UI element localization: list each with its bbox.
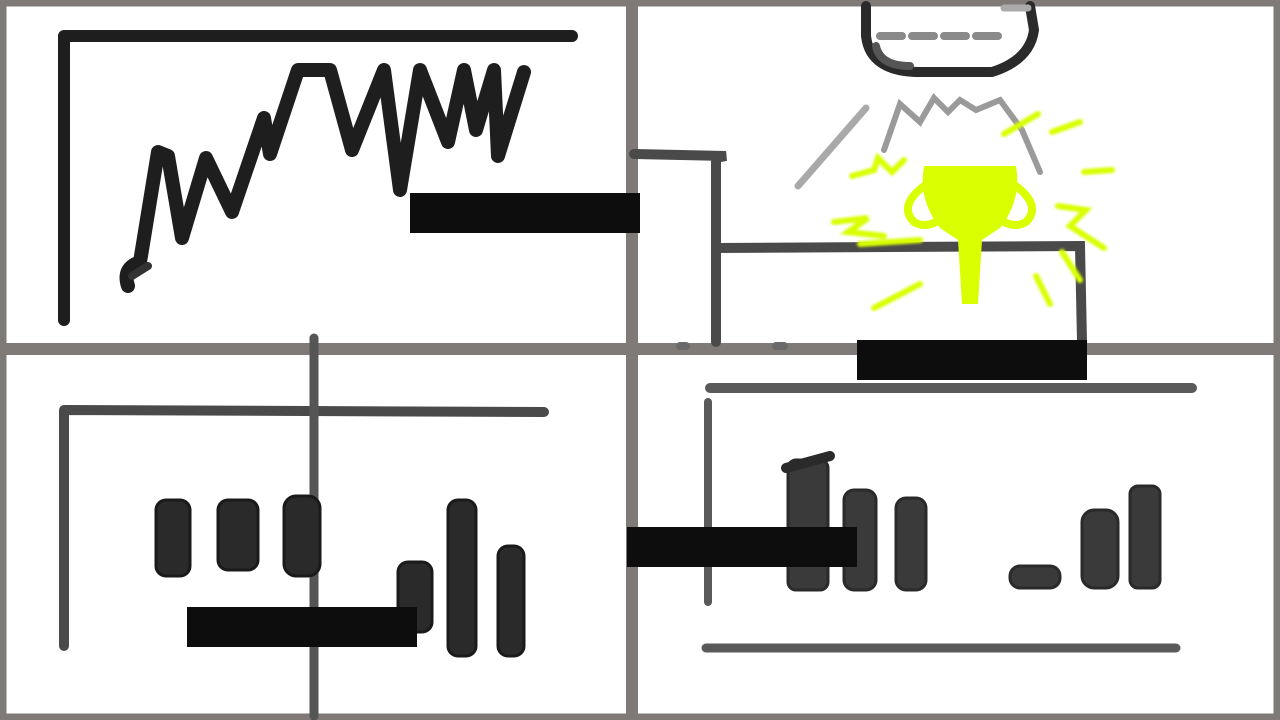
redacted-label-box bbox=[857, 340, 1087, 380]
trophy-cup bbox=[922, 166, 1018, 304]
trophy-podium-sketch-panel bbox=[629, 1, 1115, 350]
chart-axes bbox=[58, 30, 578, 326]
redacted-label-box bbox=[410, 193, 640, 233]
redacted-label-box bbox=[187, 607, 417, 647]
podium bbox=[629, 149, 1087, 350]
chart-line-scribble bbox=[119, 63, 531, 293]
bar-chart-icon bbox=[59, 333, 549, 720]
bars bbox=[786, 458, 1162, 592]
light-beams bbox=[794, 93, 1043, 190]
bar-chart-sketch-panel-left bbox=[59, 333, 549, 720]
line-chart-icon bbox=[58, 30, 578, 326]
bar-chart-sketch-panel-right bbox=[701, 383, 1197, 653]
trophy-icon bbox=[831, 111, 1115, 311]
bar-chart-icon bbox=[701, 383, 1197, 653]
bars bbox=[154, 494, 526, 658]
lamp-icon bbox=[861, 1, 1039, 77]
line-chart-sketch-panel bbox=[58, 30, 578, 326]
redacted-label-box bbox=[627, 527, 857, 567]
chart-axes bbox=[59, 405, 549, 651]
